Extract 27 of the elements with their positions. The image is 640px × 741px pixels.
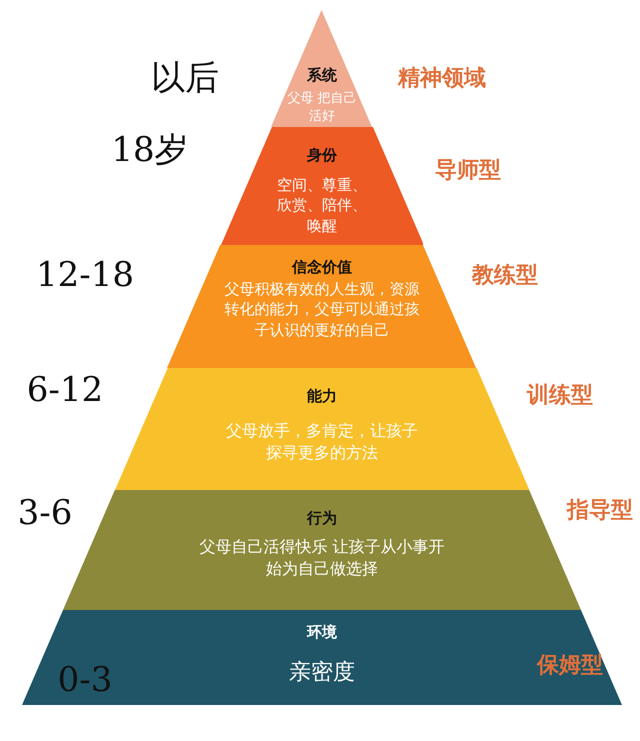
layer-description: 父母自己活得快乐 让孩子从小事开始为自己做选择 xyxy=(198,536,446,580)
age-range-label: 12-18 xyxy=(36,255,134,295)
age-range-label: 3-6 xyxy=(18,493,72,533)
age-range-label: 18岁 xyxy=(111,129,189,172)
layer-title: 系统 xyxy=(306,66,337,85)
parenting-role-label: 指导型 xyxy=(567,497,633,525)
age-range-label: 以后 xyxy=(151,57,219,100)
parenting-role-label: 精神领域 xyxy=(398,65,486,93)
layer-title: 行为 xyxy=(306,509,337,528)
parenting-role-label: 训练型 xyxy=(527,382,593,410)
layer-description: 亲密度 xyxy=(289,659,355,687)
age-range-label: 0-3 xyxy=(58,660,112,700)
age-range-label: 6-12 xyxy=(26,370,104,410)
pyramid-apex xyxy=(271,10,372,127)
parenting-role-label: 教练型 xyxy=(472,262,538,290)
layer-title: 环境 xyxy=(307,623,337,642)
pyramid-band xyxy=(22,610,622,705)
layer-description: 父母 把自己活好 xyxy=(286,90,357,126)
layer-description: 父母积极有效的人生观，资源转化的能力，父母可以通过孩子认识的更好的自己 xyxy=(223,279,420,340)
layer-title: 身份 xyxy=(306,146,337,165)
pyramid-band xyxy=(220,127,424,245)
parenting-role-label: 导师型 xyxy=(435,157,501,185)
layer-title: 信念价值 xyxy=(292,258,352,277)
layer-title: 能力 xyxy=(306,387,337,406)
layer-description: 父母放手，多肯定，让孩子探寻更多的方法 xyxy=(224,420,419,464)
layer-description: 空间、尊重、欣赏、陪伴、唤醒 xyxy=(276,175,368,236)
parenting-role-label: 保姆型 xyxy=(537,652,603,680)
